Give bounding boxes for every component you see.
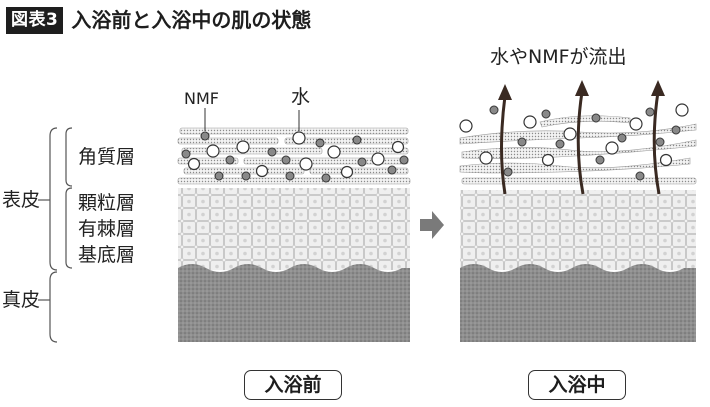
outflow-arrow-2 xyxy=(576,91,585,195)
outflow-arrows xyxy=(500,91,661,195)
layer-label-hyouhi: 表皮 xyxy=(2,189,41,211)
arrowhead-up-icon xyxy=(498,84,512,100)
arrowhead-up-icon xyxy=(575,80,589,96)
water-molecules-during xyxy=(459,103,689,167)
layer-label-shinpi: 真皮 xyxy=(2,289,41,311)
bracket-hyouhi xyxy=(49,127,58,271)
outflow-arrow-1 xyxy=(500,95,507,195)
arrowhead-up-icon xyxy=(651,80,665,96)
outflow-arrowheads xyxy=(498,80,665,100)
layer-label-kenryu: 顆粒層 xyxy=(78,192,136,214)
epidermis-cells-during xyxy=(460,190,696,270)
outflow-arrow-3 xyxy=(652,91,661,195)
transition-arrow-icon xyxy=(420,211,444,239)
bracket-epidermis-lower xyxy=(65,187,73,269)
dermis-before xyxy=(178,264,410,342)
caption-during: 入浴中 xyxy=(528,370,626,400)
bracket-kakushitsu xyxy=(65,127,73,187)
water-molecules-before xyxy=(187,131,405,179)
layer-label-kitei: 基底層 xyxy=(78,244,136,266)
figure-title: 入浴前と入浴中の肌の状態 xyxy=(71,8,312,32)
epidermis-cells-before xyxy=(178,188,410,270)
dermis-during xyxy=(460,264,696,342)
bracket-shinpi xyxy=(49,271,58,343)
nmf-molecules-before xyxy=(181,131,409,183)
caption-before: 入浴前 xyxy=(244,370,342,400)
layer-label-yuukyoku: 有棘層 xyxy=(78,218,136,240)
panel-during xyxy=(459,80,697,342)
nmf-molecules-during xyxy=(489,105,681,181)
stratum-corneum-before xyxy=(177,127,411,185)
figure-number-badge: 図表3 xyxy=(6,6,64,34)
outflow-label: 水やNMFが流出 xyxy=(490,46,627,68)
water-label: 水 xyxy=(291,86,311,108)
panel-before xyxy=(177,108,411,342)
figure-header: 図表3 入浴前と入浴中の肌の状態 xyxy=(6,5,311,35)
layer-label-kakushitsu: 角質層 xyxy=(78,146,136,168)
layer-brackets xyxy=(38,127,73,343)
nmf-label: NMF xyxy=(184,89,219,108)
